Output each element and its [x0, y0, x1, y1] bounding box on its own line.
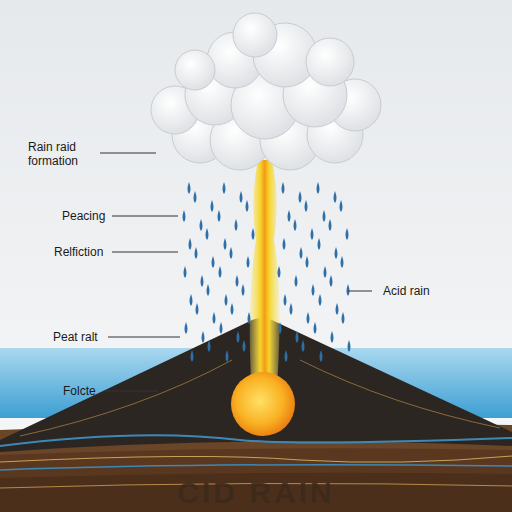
raindrop — [188, 182, 191, 194]
raindrop — [200, 219, 203, 231]
raindrop — [341, 256, 344, 268]
part-label: Peat ralt — [53, 330, 113, 344]
raindrop — [342, 312, 345, 324]
part-label: Folcte — [63, 384, 113, 398]
raindrop — [243, 340, 246, 352]
raindrop — [211, 200, 214, 212]
raindrop — [317, 182, 320, 194]
raindrop — [320, 350, 323, 362]
cloud — [151, 13, 381, 170]
raindrop — [242, 284, 245, 296]
ground-layer — [0, 448, 512, 512]
leader-lines — [100, 153, 372, 391]
raindrop — [314, 322, 317, 334]
raindrop — [329, 219, 332, 231]
raindrop — [300, 247, 303, 259]
raindrop — [196, 303, 199, 315]
part-label: Acid rain — [383, 284, 463, 298]
raindrop — [334, 191, 337, 203]
raindrop — [323, 210, 326, 222]
magma-chamber — [231, 372, 295, 436]
raindrop — [218, 210, 221, 222]
raindrop — [294, 219, 297, 231]
raindrop — [235, 219, 238, 231]
raindrop — [189, 238, 192, 250]
raindrop — [247, 256, 250, 268]
raindrop — [306, 256, 309, 268]
raindrop — [312, 284, 315, 296]
raindrop — [248, 312, 251, 324]
raindrop — [226, 350, 229, 362]
raindrop — [207, 284, 210, 296]
raindrop — [347, 284, 350, 296]
strata-line — [0, 435, 512, 446]
raindrop — [299, 191, 302, 203]
raindrop — [231, 303, 234, 315]
strata-line — [20, 360, 232, 436]
strata-line — [300, 360, 500, 428]
raindrop — [305, 200, 308, 212]
watermark-text: CID RAIN — [106, 476, 406, 510]
raindrop — [237, 331, 240, 343]
lava-plume — [250, 160, 280, 400]
raindrop — [194, 191, 197, 203]
raindrop — [346, 228, 349, 240]
raindrop — [183, 210, 186, 222]
raindrop — [185, 322, 188, 334]
raindrop — [230, 247, 233, 259]
raindrop — [283, 238, 286, 250]
raindrop — [206, 228, 209, 240]
raindrop — [279, 322, 282, 334]
part-label: Peacing — [62, 209, 122, 223]
raindrop — [236, 275, 239, 287]
raindrop — [288, 210, 291, 222]
raindrop — [348, 340, 351, 352]
part-label: Rain raid formation — [28, 140, 98, 168]
raindrop — [340, 200, 343, 212]
raindrop — [285, 350, 288, 362]
raindrop — [201, 275, 204, 287]
raindrop — [246, 200, 249, 212]
raindrop — [195, 247, 198, 259]
raindrop — [208, 340, 211, 352]
raindrop — [319, 294, 322, 306]
part-label: Relfiction — [54, 245, 124, 259]
raindrop — [335, 247, 338, 259]
raindrop — [223, 182, 226, 194]
raindrop — [219, 266, 222, 278]
raindrop — [278, 266, 281, 278]
strata-line — [0, 465, 512, 470]
raindrop — [302, 340, 305, 352]
raindrop — [295, 275, 298, 287]
raindrop — [318, 238, 321, 250]
raindrop — [284, 294, 287, 306]
raindrop — [330, 275, 333, 287]
raindrop — [190, 294, 193, 306]
raindrop — [307, 312, 310, 324]
raindrop — [184, 266, 187, 278]
raindrop — [282, 182, 285, 194]
raindrop — [296, 331, 299, 343]
raindrop — [212, 256, 215, 268]
raindrop — [224, 238, 227, 250]
raindrop — [290, 303, 293, 315]
raindrop — [240, 191, 243, 203]
raindrops — [183, 182, 351, 362]
raindrop — [213, 312, 216, 324]
strata-line — [0, 456, 512, 462]
raindrop — [202, 331, 205, 343]
raindrop — [225, 294, 228, 306]
raindrop — [336, 303, 339, 315]
raindrop — [331, 331, 334, 343]
raindrop — [311, 228, 314, 240]
ground-layer — [0, 473, 512, 512]
raindrop — [252, 228, 255, 240]
raindrop — [220, 322, 223, 334]
raindrop — [324, 266, 327, 278]
raindrop — [191, 350, 194, 362]
